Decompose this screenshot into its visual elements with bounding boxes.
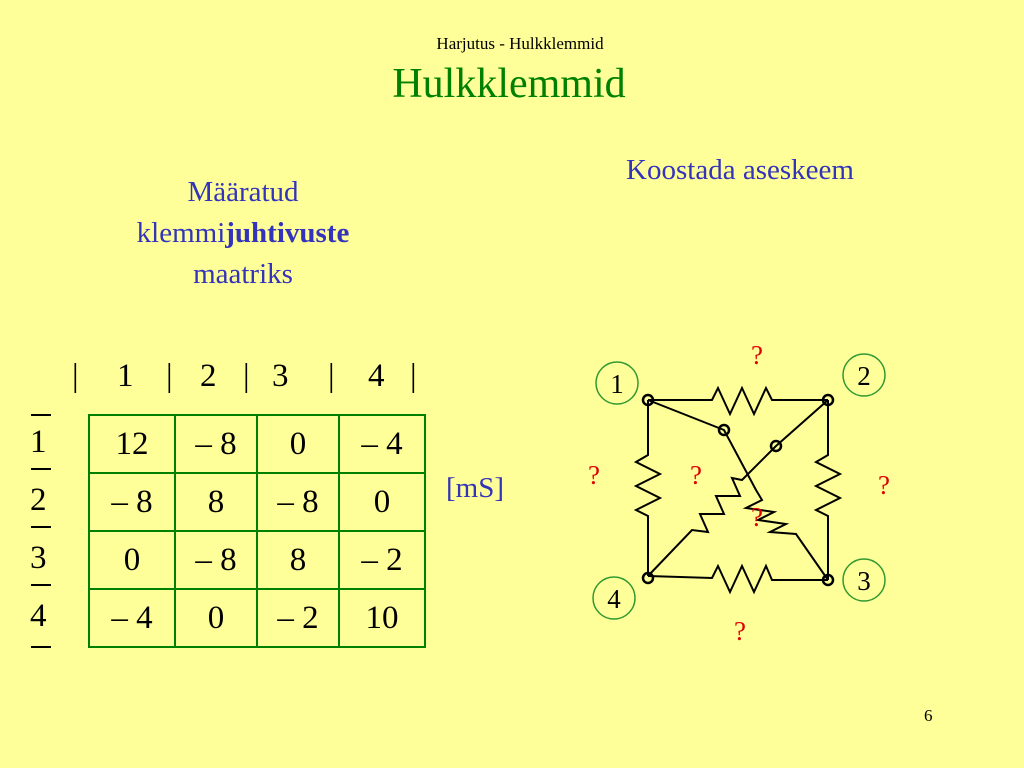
- row-dash: [31, 526, 51, 528]
- node-circle-1: [595, 361, 639, 405]
- matrix-row: 12 – 8 0 – 4: [88, 414, 426, 474]
- node-labels: 1 2 3 4: [592, 353, 886, 620]
- resistor-1-3: [647, 399, 829, 581]
- unknown-1-2: ?: [751, 340, 763, 370]
- row-dash: [31, 646, 51, 648]
- node-label-1: 1: [610, 369, 624, 399]
- slide-title: Hulkklemmid: [392, 61, 626, 107]
- slide-subtitle: Harjutus - Hulkklemmid: [436, 34, 604, 53]
- row-dash: [31, 468, 51, 470]
- matrix-cell: – 2: [256, 588, 340, 648]
- unknown-labels: ? ? ? ? ? ?: [588, 340, 890, 646]
- matrix-caption-line3: maatriks: [193, 258, 293, 290]
- terminal-dot: [821, 573, 835, 587]
- terminal-dot: [641, 571, 655, 585]
- matrix-cell: 12: [88, 414, 176, 474]
- node-circle-2: [842, 353, 886, 397]
- matrix-caption: Määratud klemmijuhtivuste maatriks: [88, 172, 398, 295]
- resistor-2-4: [647, 399, 829, 577]
- column-separator: |: [243, 358, 250, 394]
- resistor-2-3: [813, 400, 843, 580]
- node-label-2: 2: [857, 361, 871, 391]
- terminal-dot: [769, 439, 783, 453]
- node-circle-4: [592, 576, 636, 620]
- scheme-caption: Koostada aseskeem: [626, 154, 854, 186]
- resistor-4-3: [647, 563, 828, 595]
- terminal-dot: [717, 423, 731, 437]
- matrix-row: – 4 0 – 2 10: [88, 588, 426, 648]
- unknown-4-3: ?: [734, 616, 746, 646]
- matrix-row: 0 – 8 8 – 2: [88, 530, 426, 590]
- node-label-4: 4: [607, 584, 621, 614]
- matrix-cell: 0: [338, 472, 426, 532]
- resistor-1-4: [633, 400, 663, 576]
- terminal-dot: [641, 393, 655, 407]
- column-separator: |: [166, 358, 173, 394]
- resistor-1-2: [648, 385, 828, 417]
- column-header-2: 2: [200, 358, 217, 394]
- matrix-cell: – 4: [88, 588, 176, 648]
- matrix-cell: 0: [88, 530, 176, 590]
- matrix-cell: 8: [174, 472, 258, 532]
- row-label-3: 3: [30, 540, 47, 576]
- unit-label: [mS]: [446, 472, 504, 504]
- column-header-1: 1: [117, 358, 134, 394]
- unknown-1-4: ?: [588, 460, 600, 490]
- matrix-caption-line2: klemmijuhtivuste: [88, 213, 398, 254]
- matrix-cell: – 8: [174, 530, 258, 590]
- matrix-cell: 8: [256, 530, 340, 590]
- column-header-3: 3: [272, 358, 289, 394]
- column-separator: |: [410, 358, 417, 394]
- row-dash: [31, 584, 51, 586]
- column-header-4: 4: [368, 358, 385, 394]
- column-separator: |: [72, 358, 79, 394]
- equivalent-circuit: 1 2 3 4 ? ? ? ? ? ?: [588, 340, 890, 646]
- matrix-caption-line2-normal: klemmi: [136, 217, 226, 249]
- matrix-row: – 8 8 – 8 0: [88, 472, 426, 532]
- unknown-2-3: ?: [878, 470, 890, 500]
- matrix-cell: – 8: [88, 472, 176, 532]
- row-label-1: 1: [30, 424, 47, 460]
- matrix-cell: – 8: [256, 472, 340, 532]
- conductance-matrix: 12 – 8 0 – 4 – 8 8 – 8 0 0 – 8 8 – 2 – 4…: [88, 414, 426, 648]
- page-number: 6: [924, 706, 933, 725]
- matrix-cell: 0: [256, 414, 340, 474]
- matrix-cell: – 8: [174, 414, 258, 474]
- matrix-caption-line2-bold: juhtivuste: [225, 217, 350, 249]
- column-separator: |: [328, 358, 335, 394]
- matrix-cell: – 4: [338, 414, 426, 474]
- matrix-caption-line1: Määratud: [187, 176, 299, 208]
- terminal-dot: [821, 393, 835, 407]
- node-circle-3: [842, 558, 886, 602]
- node-label-3: 3: [857, 566, 871, 596]
- matrix-cell: – 2: [338, 530, 426, 590]
- matrix-cell: 0: [174, 588, 258, 648]
- unknown-1-3: ?: [690, 460, 702, 490]
- circuit-wires: [633, 385, 843, 595]
- terminals: [641, 393, 835, 587]
- row-dash: [31, 414, 51, 416]
- matrix-cell: 10: [338, 588, 426, 648]
- row-label-2: 2: [30, 482, 47, 518]
- row-label-4: 4: [30, 598, 47, 634]
- unknown-2-4: ?: [751, 502, 763, 532]
